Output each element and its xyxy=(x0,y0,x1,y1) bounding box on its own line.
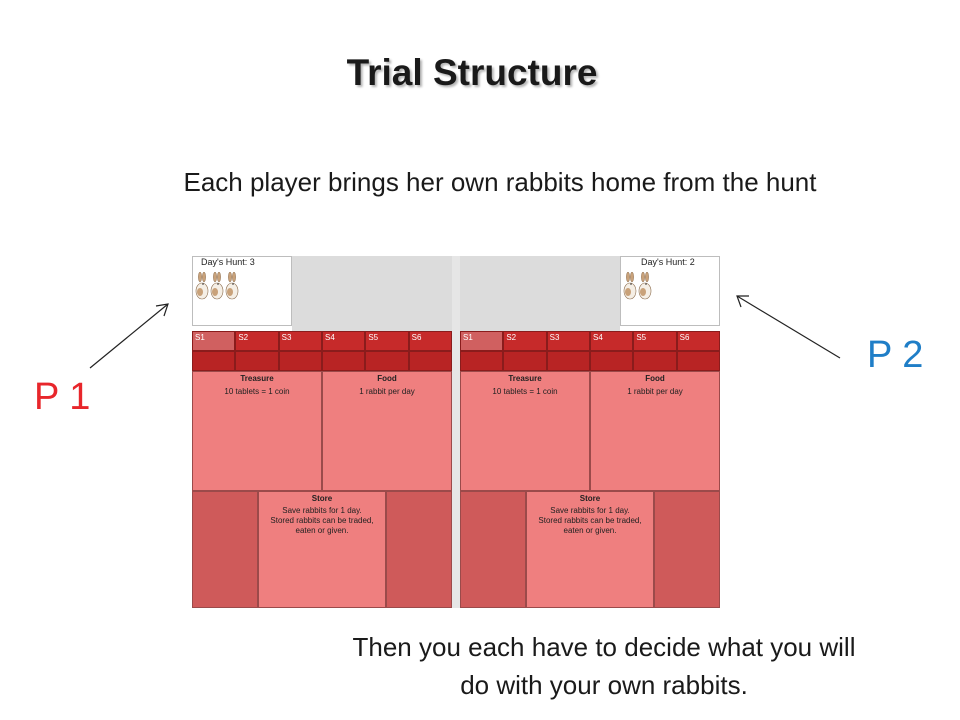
food-zone[interactable]: Food 1 rabbit per day xyxy=(590,371,720,491)
slot-s5[interactable]: S5 xyxy=(633,331,677,351)
days-hunt-box: Day's Hunt: 3 xyxy=(192,256,292,326)
slot-cell[interactable] xyxy=(278,351,322,371)
treasure-zone[interactable]: Treasure 10 tablets = 1 coin xyxy=(460,371,590,491)
right-side-area xyxy=(386,491,452,608)
left-side-area xyxy=(192,491,258,608)
slot-s6[interactable]: S6 xyxy=(408,331,452,351)
slot-s3[interactable]: S3 xyxy=(278,331,322,351)
slot-s1[interactable]: S1 xyxy=(192,331,236,351)
caption-line-2: do with your own rabbits. xyxy=(460,670,748,700)
slot-cell[interactable] xyxy=(365,351,409,371)
slot-cell[interactable] xyxy=(589,351,634,371)
slot-cell[interactable] xyxy=(503,351,547,371)
rabbit-icons xyxy=(623,271,653,300)
slot-cell[interactable] xyxy=(546,351,590,371)
arrow-p1 xyxy=(89,303,169,369)
slot-s6[interactable]: S6 xyxy=(676,331,720,351)
left-side-area xyxy=(460,491,526,608)
rabbit-icons xyxy=(195,271,240,300)
slot-s5[interactable]: S5 xyxy=(365,331,409,351)
food-zone[interactable]: Food 1 rabbit per day xyxy=(322,371,452,491)
slot-cell[interactable] xyxy=(408,351,452,371)
board-background xyxy=(460,256,620,331)
store-label: Store xyxy=(579,494,601,503)
game-board-p2: Day's Hunt: 2 S1 S2 S3 S4 S5 S6 Treasure… xyxy=(460,256,720,608)
bottom-caption: Then you each have to decide what you wi… xyxy=(268,628,940,704)
caption-line-1: Then you each have to decide what you wi… xyxy=(352,632,856,662)
store-desc: Save rabbits for 1 day. Stored rabbits c… xyxy=(270,506,374,535)
player-2-label: P 2 xyxy=(867,334,924,376)
food-desc: 1 rabbit per day xyxy=(627,387,683,396)
slot-cell[interactable] xyxy=(460,351,504,371)
slot-s4[interactable]: S4 xyxy=(589,331,634,351)
store-zone[interactable]: Store Save rabbits for 1 day. Stored rab… xyxy=(258,491,386,608)
slot-cell[interactable] xyxy=(192,351,236,371)
store-zone[interactable]: Store Save rabbits for 1 day. Stored rab… xyxy=(526,491,654,608)
slot-cell[interactable] xyxy=(633,351,677,371)
rabbit-icon[interactable] xyxy=(225,271,239,300)
slot-s3[interactable]: S3 xyxy=(546,331,590,351)
treasure-zone[interactable]: Treasure 10 tablets = 1 coin xyxy=(192,371,322,491)
slide-title: Trial Structure xyxy=(346,52,598,93)
slot-s2[interactable]: S2 xyxy=(235,331,279,351)
days-hunt-label: Day's Hunt: 3 xyxy=(201,257,255,267)
days-hunt-label: Day's Hunt: 2 xyxy=(641,257,695,267)
right-side-area xyxy=(654,491,720,608)
slide-subtitle: Each player brings her own rabbits home … xyxy=(183,167,817,197)
treasure-label: Treasure xyxy=(240,374,274,383)
days-hunt-box: Day's Hunt: 2 xyxy=(620,256,720,326)
rabbit-icon[interactable] xyxy=(195,271,209,300)
player-1-label: P 1 xyxy=(34,376,91,418)
store-desc: Save rabbits for 1 day. Stored rabbits c… xyxy=(538,506,642,535)
slot-cell[interactable] xyxy=(321,351,366,371)
slot-s2[interactable]: S2 xyxy=(503,331,547,351)
board-divider xyxy=(452,256,460,608)
treasure-desc: 10 tablets = 1 coin xyxy=(492,387,558,396)
slot-cell[interactable] xyxy=(235,351,279,371)
food-desc: 1 rabbit per day xyxy=(359,387,415,396)
slot-cell[interactable] xyxy=(676,351,720,371)
food-label: Food xyxy=(645,374,665,383)
rabbit-icon[interactable] xyxy=(638,271,652,300)
slot-s4[interactable]: S4 xyxy=(321,331,366,351)
rabbit-icon[interactable] xyxy=(210,271,224,300)
slot-grid: S1 S2 S3 S4 S5 S6 xyxy=(192,331,452,371)
slot-grid: S1 S2 S3 S4 S5 S6 xyxy=(460,331,720,371)
store-label: Store xyxy=(311,494,333,503)
rabbit-icon[interactable] xyxy=(623,271,637,300)
food-label: Food xyxy=(377,374,397,383)
treasure-label: Treasure xyxy=(508,374,542,383)
treasure-desc: 10 tablets = 1 coin xyxy=(224,387,290,396)
game-board-p1: Day's Hunt: 3 S1 S2 S3 S4 S5 S6 Treasure… xyxy=(192,256,452,608)
slot-s1[interactable]: S1 xyxy=(460,331,504,351)
board-background xyxy=(292,256,452,331)
arrow-p2 xyxy=(736,295,841,359)
